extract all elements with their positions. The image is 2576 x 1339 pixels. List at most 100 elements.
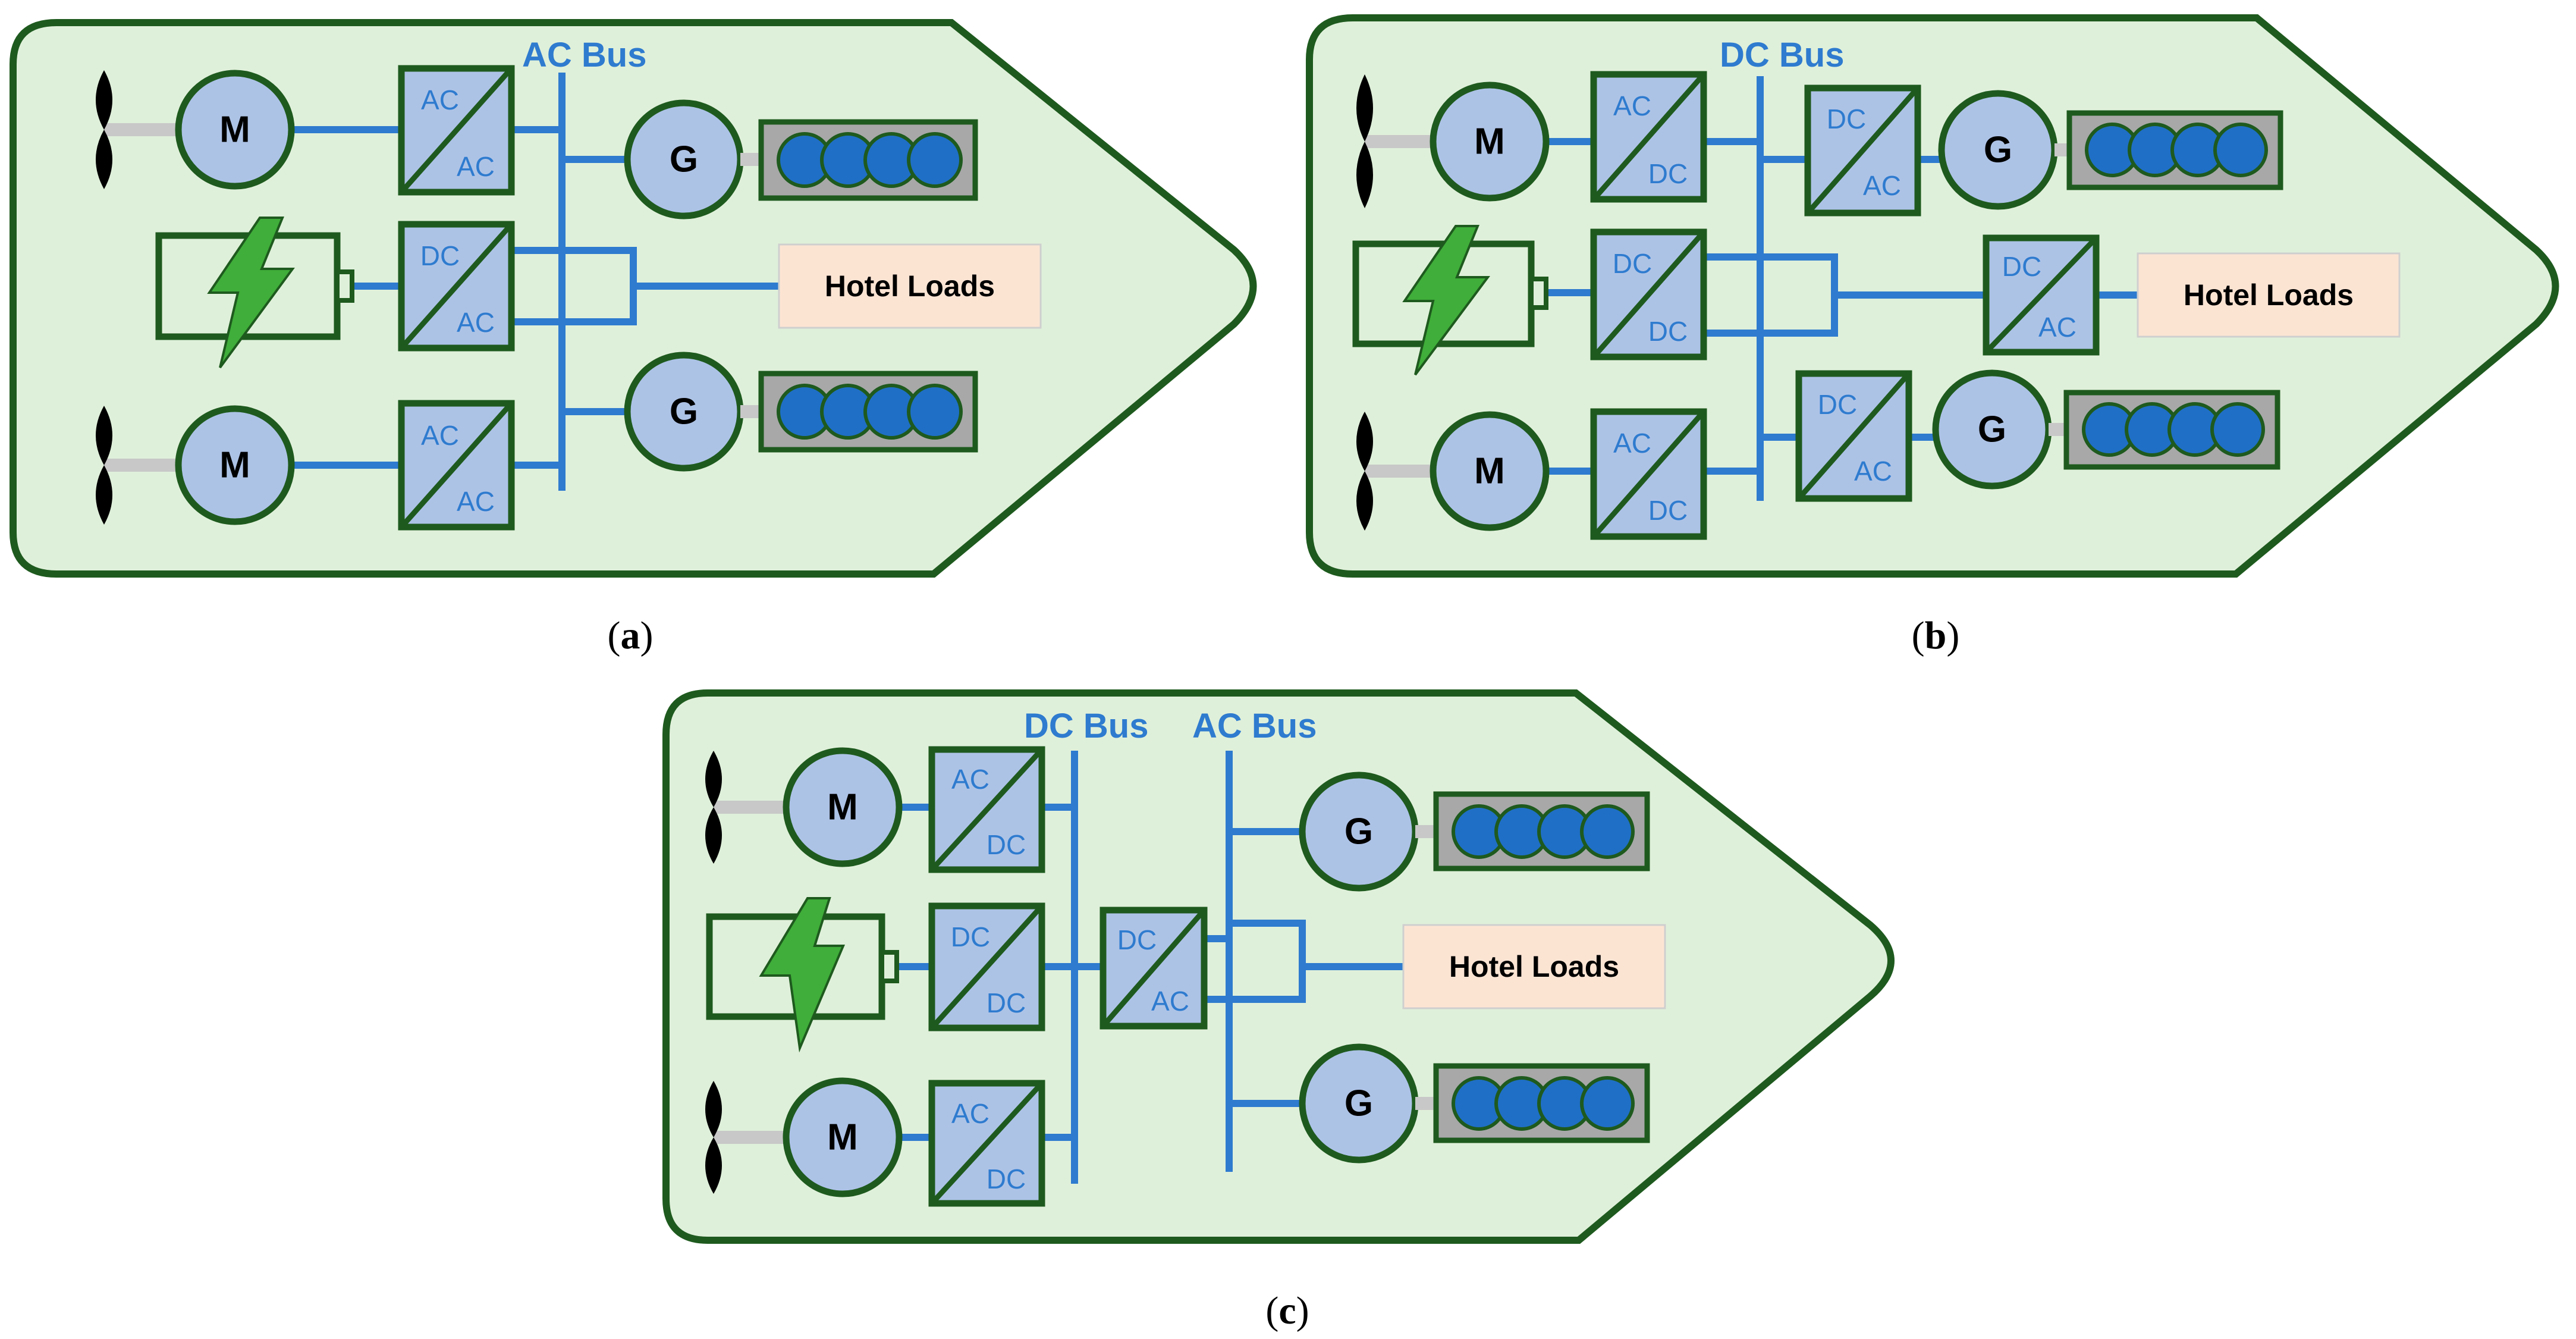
battery bbox=[1352, 225, 1548, 376]
wiring bbox=[1545, 76, 2138, 501]
panel-c: DC Bus AC Bus M bbox=[662, 689, 1895, 1332]
propeller-icon bbox=[1356, 412, 1373, 531]
svg-text:DC: DC bbox=[1648, 495, 1688, 526]
svg-text:DC: DC bbox=[951, 921, 990, 952]
bus-label: AC Bus bbox=[522, 36, 646, 74]
power-converter: AC DC bbox=[1590, 71, 1707, 203]
motor bbox=[783, 1077, 903, 1197]
motor bbox=[1430, 411, 1550, 531]
motor-label: M bbox=[1474, 451, 1505, 492]
panel-caption: (b) bbox=[1912, 614, 1960, 657]
engine-cylinder-icon bbox=[2210, 402, 2265, 457]
svg-text:DC: DC bbox=[987, 829, 1026, 860]
svg-text:AC: AC bbox=[951, 1098, 989, 1129]
svg-text:AC: AC bbox=[2038, 312, 2076, 343]
engine bbox=[758, 119, 978, 201]
bus-label: DC Bus bbox=[1720, 36, 1844, 74]
engine bbox=[2063, 390, 2280, 470]
motor bbox=[783, 747, 903, 867]
generator-label: G bbox=[1344, 1083, 1373, 1124]
wiring bbox=[291, 73, 779, 491]
propeller-icon bbox=[96, 70, 112, 189]
propeller-icon bbox=[96, 406, 112, 525]
bus-label: DC Bus bbox=[1024, 707, 1148, 745]
motor-label: M bbox=[1474, 121, 1505, 162]
panel-caption: (c) bbox=[1265, 1289, 1309, 1332]
svg-text:DC: DC bbox=[1648, 158, 1688, 189]
power-converter: AC DC bbox=[928, 1080, 1045, 1207]
svg-text:AC: AC bbox=[457, 486, 495, 517]
engine bbox=[2066, 110, 2283, 190]
motor bbox=[175, 405, 295, 525]
svg-text:AC: AC bbox=[457, 307, 495, 338]
motor-label: M bbox=[219, 109, 250, 150]
power-converter: AC DC bbox=[1590, 408, 1707, 540]
panel-a: AC Bus M M bbox=[10, 19, 1257, 657]
propeller-icon bbox=[705, 751, 722, 864]
motor-label: M bbox=[827, 787, 858, 828]
svg-text:AC: AC bbox=[951, 764, 989, 795]
engine-cylinder-icon bbox=[2213, 123, 2268, 177]
svg-text:AC: AC bbox=[1613, 90, 1651, 121]
generator-label: G bbox=[670, 391, 698, 432]
hotel-loads-box bbox=[1402, 924, 1666, 1009]
power-converter: DC AC bbox=[398, 221, 515, 352]
svg-text:DC: DC bbox=[1648, 316, 1688, 347]
panel-caption: (a) bbox=[608, 614, 654, 657]
svg-text:AC: AC bbox=[421, 420, 459, 451]
lightning-bolt-icon bbox=[1402, 225, 1490, 376]
svg-text:DC: DC bbox=[1827, 104, 1866, 134]
generator-label: G bbox=[1978, 409, 2006, 450]
power-converter: DC AC bbox=[1983, 234, 2100, 356]
svg-text:AC: AC bbox=[457, 151, 495, 182]
engine-cylinder-icon bbox=[907, 132, 963, 188]
motor bbox=[175, 70, 295, 190]
power-converter: DC AC bbox=[1795, 370, 1912, 502]
motor-label: M bbox=[219, 445, 250, 486]
battery bbox=[706, 897, 899, 1053]
svg-text:DC: DC bbox=[1117, 924, 1157, 955]
engine-cylinder-icon bbox=[1580, 804, 1635, 859]
engine-cylinder-icon bbox=[1580, 1076, 1635, 1131]
svg-text:DC: DC bbox=[1818, 389, 1857, 420]
propeller-icon bbox=[1356, 74, 1373, 208]
lightning-bolt-icon bbox=[207, 217, 295, 369]
hotel-loads-label: Hotel Loads bbox=[825, 269, 995, 303]
lightning-bolt-icon bbox=[759, 897, 846, 1053]
svg-text:AC: AC bbox=[1613, 428, 1651, 459]
power-converter: AC AC bbox=[398, 65, 515, 196]
motor-label: M bbox=[827, 1117, 858, 1158]
propeller-icon bbox=[705, 1081, 722, 1194]
engine bbox=[1433, 791, 1650, 871]
power-converter: AC AC bbox=[398, 400, 515, 531]
svg-text:DC: DC bbox=[2002, 251, 2041, 282]
svg-text:DC: DC bbox=[1613, 248, 1652, 279]
generator-label: G bbox=[1344, 811, 1373, 852]
hotel-loads-label: Hotel Loads bbox=[2184, 278, 2354, 312]
svg-text:AC: AC bbox=[1151, 986, 1189, 1017]
svg-text:AC: AC bbox=[421, 84, 459, 115]
hotel-loads-label: Hotel Loads bbox=[1449, 950, 1619, 983]
svg-text:DC: DC bbox=[420, 240, 460, 271]
power-converter: DC AC bbox=[1804, 84, 1921, 217]
svg-text:DC: DC bbox=[987, 1164, 1026, 1194]
power-converter: AC DC bbox=[928, 746, 1045, 873]
power-converter: DC DC bbox=[928, 902, 1045, 1031]
engine bbox=[1433, 1063, 1650, 1143]
svg-text:AC: AC bbox=[1854, 456, 1892, 487]
engine-cylinder-icon bbox=[907, 384, 963, 440]
panel-b: DC Bus M M bbox=[1306, 14, 2559, 657]
power-converter: DC AC bbox=[1099, 907, 1208, 1030]
engine bbox=[758, 371, 978, 453]
power-converter: DC DC bbox=[1590, 228, 1707, 360]
generator-label: G bbox=[670, 139, 698, 180]
svg-text:AC: AC bbox=[1863, 170, 1901, 201]
svg-text:DC: DC bbox=[987, 987, 1026, 1018]
battery bbox=[155, 217, 354, 369]
generator-label: G bbox=[1984, 130, 2012, 171]
bus-label: AC Bus bbox=[1192, 707, 1317, 745]
hotel-loads-box bbox=[778, 243, 1042, 329]
motor bbox=[1430, 81, 1550, 202]
hotel-loads-box bbox=[2137, 252, 2401, 338]
